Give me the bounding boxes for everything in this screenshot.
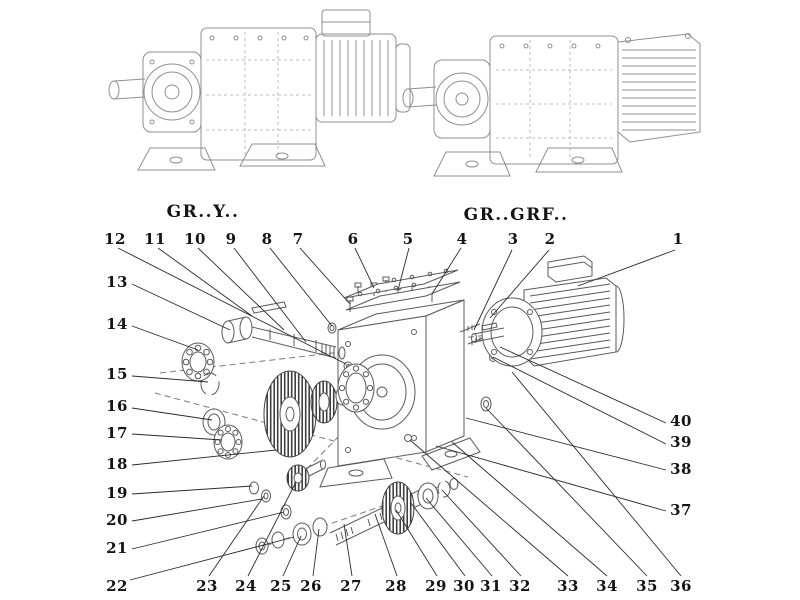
model-label-gr-grf: GR..GRF.. (463, 205, 569, 225)
callout-12: 12 (104, 230, 126, 248)
callout-34: 34 (596, 577, 618, 595)
callout-9: 9 (225, 230, 237, 248)
callout-6: 6 (347, 230, 359, 248)
callout-28: 28 (385, 577, 407, 595)
intermediate-gear-set (263, 363, 375, 458)
callout-16: 16 (106, 397, 128, 415)
input-bearings-and-seals (181, 342, 243, 460)
callout-4: 4 (456, 230, 468, 248)
callout-38: 38 (670, 460, 692, 478)
callout-35: 35 (636, 577, 658, 595)
callout-20: 20 (106, 511, 128, 529)
callout-40: 40 (670, 412, 692, 430)
callout-27: 27 (340, 577, 362, 595)
callout-37: 37 (670, 501, 692, 519)
callout-17: 17 (106, 424, 128, 442)
callout-18: 18 (106, 455, 128, 473)
callout-2: 2 (544, 230, 556, 248)
callout-22: 22 (106, 577, 128, 595)
callout-23: 23 (196, 577, 218, 595)
callout-7: 7 (292, 230, 304, 248)
callout-5: 5 (402, 230, 414, 248)
callout-11: 11 (144, 230, 166, 248)
callout-3: 3 (507, 230, 519, 248)
callout-8: 8 (261, 230, 273, 248)
callout-19: 19 (106, 484, 128, 502)
pinion-and-washers (249, 459, 326, 520)
callout-32: 32 (509, 577, 531, 595)
gearmotor-illustration-left (108, 9, 411, 171)
callout-39: 39 (670, 433, 692, 451)
callout-26: 26 (300, 577, 322, 595)
callout-13: 13 (106, 273, 128, 291)
exploded-assembly (154, 255, 625, 555)
callout-15: 15 (106, 365, 128, 383)
callout-10: 10 (184, 230, 206, 248)
callout-33: 33 (557, 577, 579, 595)
gearmotor-illustration-right (402, 33, 701, 177)
housing-cover-and-bolts (327, 268, 461, 334)
callout-14: 14 (106, 315, 128, 333)
callout-1: 1 (672, 230, 684, 248)
callout-25: 25 (270, 577, 292, 595)
gear-housing (319, 299, 481, 488)
electric-motor (471, 255, 625, 367)
callout-21: 21 (106, 539, 128, 557)
callout-31: 31 (480, 577, 502, 595)
leader-lines (117, 247, 682, 581)
callout-24: 24 (235, 577, 257, 595)
callout-36: 36 (670, 577, 692, 595)
callout-29: 29 (425, 577, 447, 595)
callout-30: 30 (453, 577, 475, 595)
model-label-gr-y: GR..Y.. (166, 202, 240, 222)
